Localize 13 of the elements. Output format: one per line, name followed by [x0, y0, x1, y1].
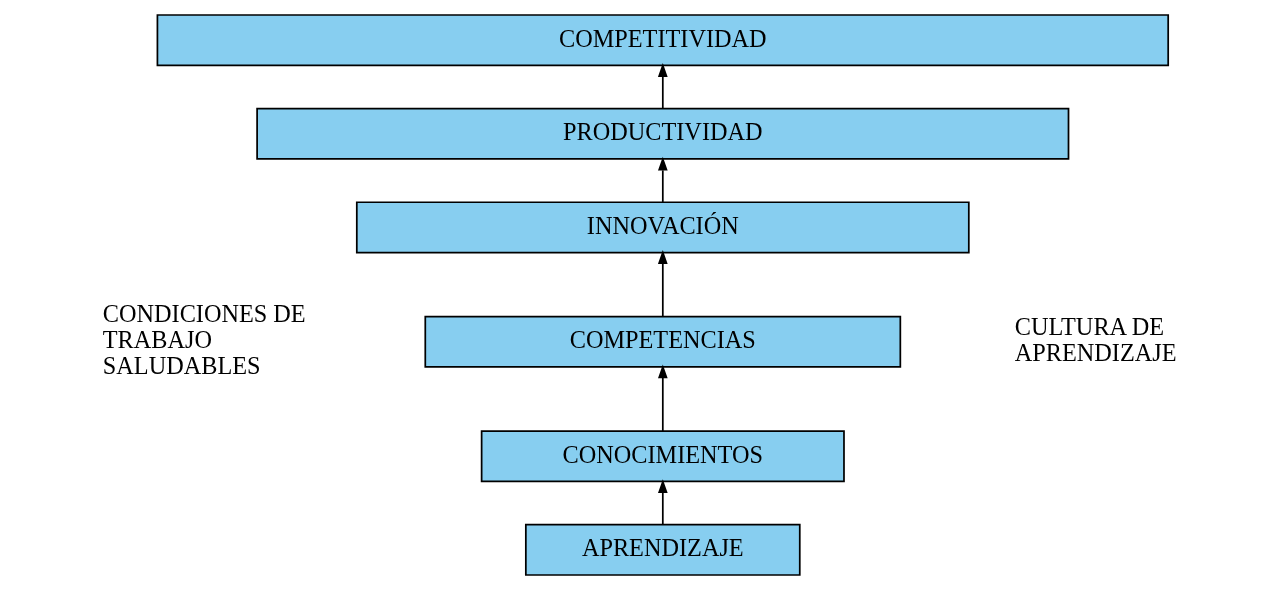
- node-box: APRENDIZAJE: [524, 523, 801, 576]
- arrow: [657, 250, 668, 318]
- label: CONDICIONES DE TRABAJO SALUDABLES: [102, 300, 306, 380]
- arrow: [657, 479, 668, 526]
- node-box: INNOVACIÓN: [355, 201, 970, 254]
- node-box: COMPETENCIAS: [423, 315, 901, 368]
- arrow: [657, 63, 668, 110]
- node-box: CONOCIMIENTOS: [480, 430, 845, 483]
- arrow: [657, 364, 668, 432]
- node-box: PRODUCTIVIDAD: [255, 107, 1069, 160]
- arrow: [657, 156, 668, 203]
- label: CULTURA DE APRENDIZAJE: [1014, 313, 1177, 367]
- node-box: COMPETITIVIDAD: [156, 14, 1169, 67]
